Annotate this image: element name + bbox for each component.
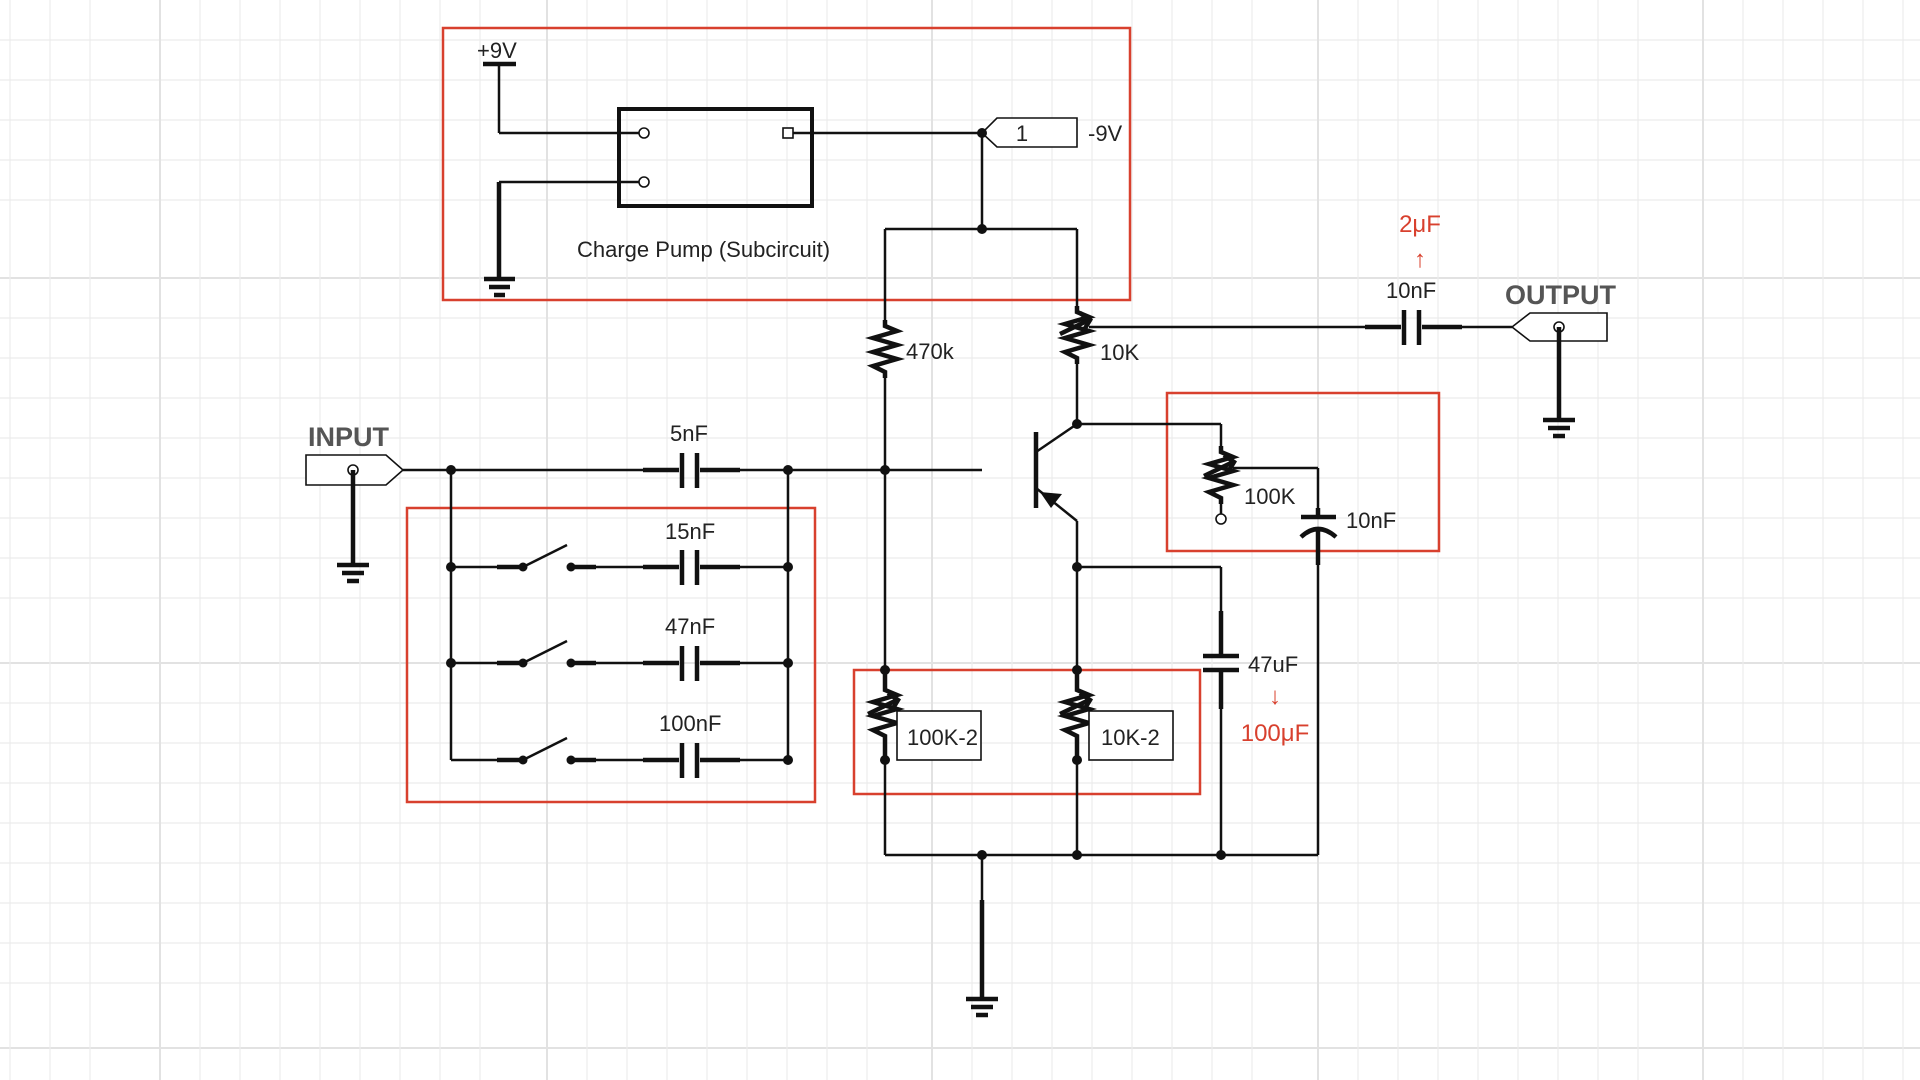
port-number: 1: [1016, 121, 1028, 146]
charge-pump-subcircuit[interactable]: Charge Pump (Subcircuit): [577, 107, 830, 262]
feedback-pot-label: 100K: [1244, 484, 1296, 509]
highlight-pots[interactable]: [852, 668, 1202, 796]
output-capacitor-label: 10nF: [1386, 278, 1436, 303]
input-capacitor[interactable]: 5nF: [403, 421, 982, 488]
output-capacitor-mod-label: 2μF: [1399, 211, 1441, 238]
output-label: OUTPUT: [1505, 280, 1617, 310]
emitter-capacitor-mod-label: 100μF: [1241, 720, 1310, 747]
output-capacitor[interactable]: 10nF ↑ 2μF: [1089, 211, 1512, 345]
switch-cap-100nf[interactable]: 100nF: [451, 711, 793, 778]
cap-bank-rails: [449, 470, 790, 760]
resistor-470k[interactable]: 470k: [864, 320, 955, 470]
switch-cap-47nf[interactable]: 47nF: [446, 614, 793, 681]
feedback-pot-100k[interactable]: 100K: [1077, 422, 1318, 525]
input-port[interactable]: INPUT: [305, 422, 405, 584]
pot-10k-2-label: 10K-2: [1101, 725, 1160, 750]
output-port[interactable]: OUTPUT: [1505, 280, 1617, 439]
vminus-label: -9V: [1088, 121, 1123, 146]
highlight-cap-switches[interactable]: [405, 506, 817, 804]
vplus-supply[interactable]: +9V: [477, 38, 640, 135]
cap-15nf-label: 15nF: [665, 519, 715, 544]
cap-100nf-label: 100nF: [659, 711, 721, 736]
feedback-capacitor-label: 10nF: [1346, 508, 1396, 533]
pot-10k-top[interactable]: 10K: [1056, 306, 1139, 424]
input-label: INPUT: [308, 422, 390, 452]
emitter-capacitor-47uf[interactable]: 47uF ↓ 100μF: [1077, 565, 1310, 855]
emitter-capacitor-label: 47uF: [1248, 652, 1298, 677]
pnp-transistor[interactable]: [1033, 419, 1082, 670]
resistor-470k-label: 470k: [906, 339, 955, 364]
highlight-charge-pump[interactable]: [441, 26, 1132, 302]
highlight-feedback[interactable]: [1165, 391, 1441, 553]
vminus-port[interactable]: 1 -9V: [793, 117, 1123, 148]
pot-100k-2[interactable]: 100K-2: [864, 470, 982, 855]
input-capacitor-label: 5nF: [670, 421, 708, 446]
charge-pump-ground[interactable]: [484, 180, 640, 298]
charge-pump-label: Charge Pump (Subcircuit): [577, 237, 830, 262]
emitter-capacitor-mod-arrow: ↓: [1269, 683, 1281, 710]
ground-bus[interactable]: [885, 850, 1318, 1018]
pot-100k-2-label: 100K-2: [907, 725, 978, 750]
pot-10k-2[interactable]: 10K-2: [1056, 665, 1174, 855]
cap-47nf-label: 47nF: [665, 614, 715, 639]
vplus-label: +9V: [477, 38, 517, 63]
pot-10k-top-label: 10K: [1100, 340, 1139, 365]
output-capacitor-mod-arrow: ↑: [1414, 246, 1426, 273]
feedback-capacitor[interactable]: 10nF: [1299, 468, 1396, 855]
switch-cap-15nf[interactable]: 15nF: [446, 519, 793, 585]
negative-rail[interactable]: [883, 133, 1079, 320]
